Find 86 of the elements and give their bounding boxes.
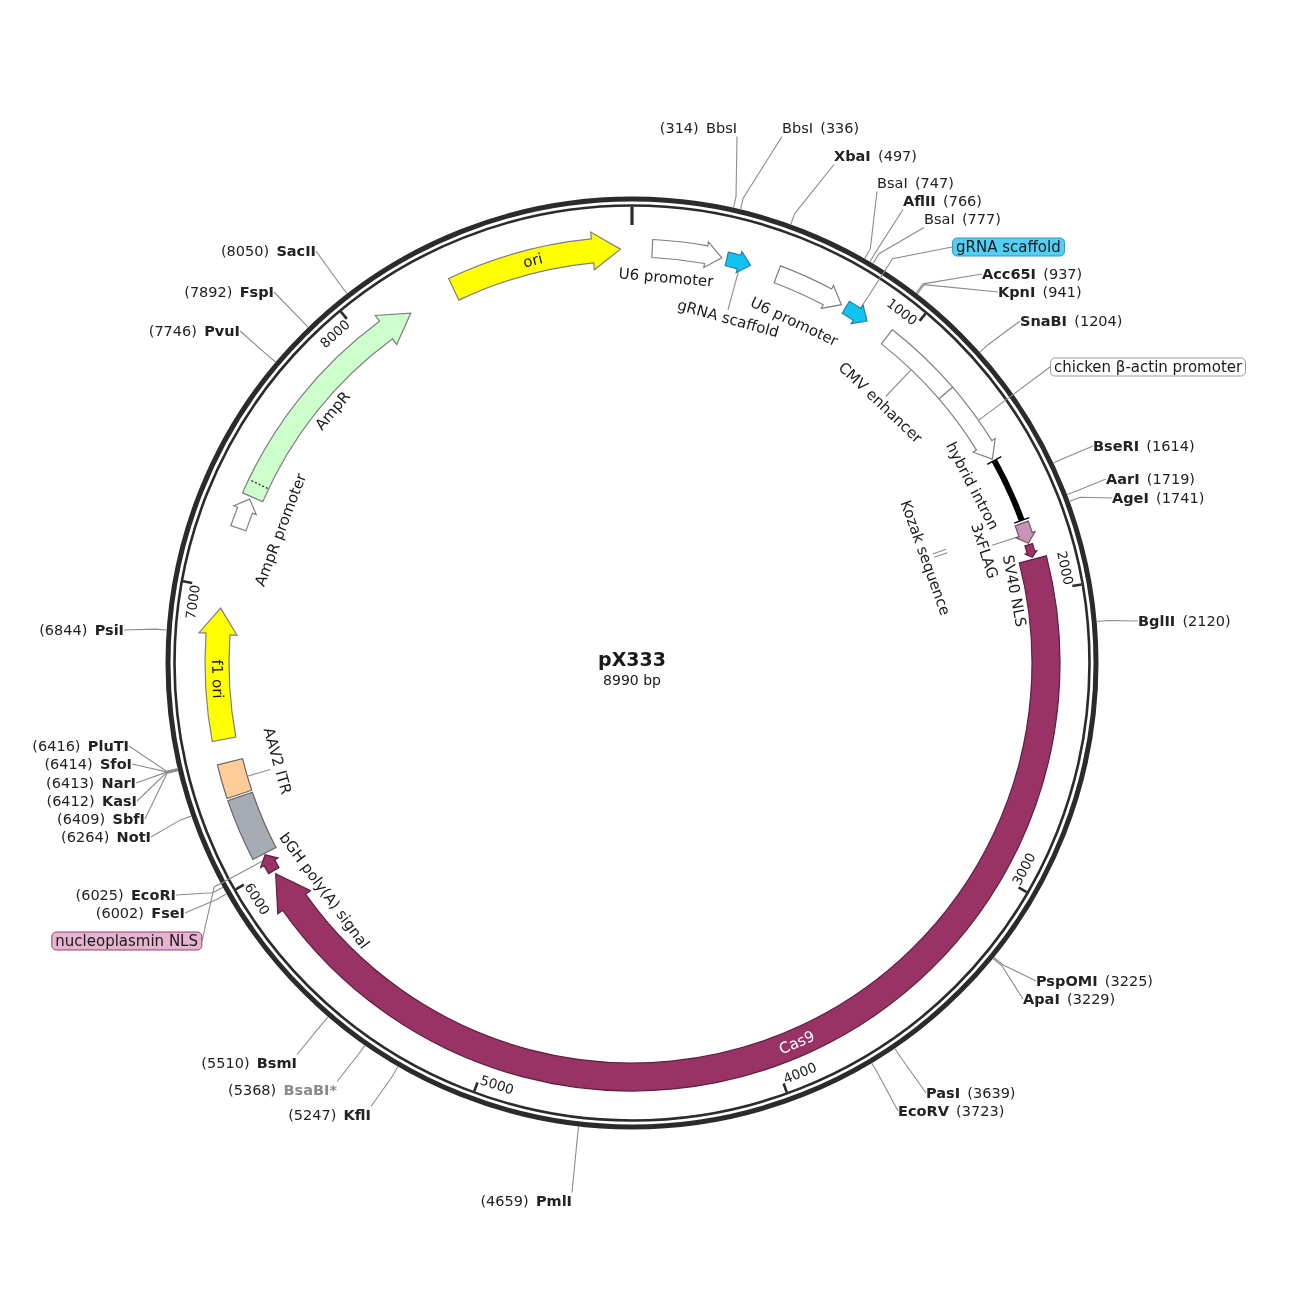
feature-label: nucleoplasmin NLS — [51, 931, 202, 951]
feature-label: AAV2 ITR — [260, 726, 295, 797]
leader-line — [979, 320, 1021, 353]
restriction-site-label: (7892) FspI — [184, 283, 274, 301]
feature-label: gRNA scaffold — [952, 237, 1065, 257]
leader-line — [733, 135, 738, 209]
feature-label: ori — [521, 250, 545, 272]
feature-label: Cas9 — [776, 1027, 818, 1058]
restriction-site-label: (5368) BsaBI* — [228, 1081, 337, 1099]
leader-line — [977, 366, 1051, 421]
position-label: 4000 — [780, 1058, 820, 1088]
position-label: 2000 — [1052, 549, 1077, 587]
leader-line — [296, 1016, 329, 1056]
restriction-site-label: AgeI (1741) — [1112, 489, 1205, 507]
leader-line — [123, 628, 168, 631]
position-label: 7000 — [182, 584, 204, 621]
leader-line — [144, 770, 179, 820]
restriction-site-label: EcoRV (3723) — [898, 1102, 1005, 1120]
leader-line — [571, 1125, 580, 1194]
leader-line — [739, 135, 783, 210]
leader-line — [915, 273, 983, 294]
leader-line — [869, 208, 904, 263]
leader-line — [932, 548, 948, 558]
restriction-site-label: Acc65I (937) — [982, 265, 1083, 283]
restriction-site-label: (4659) PmlI — [480, 1192, 572, 1210]
restriction-site-label: SnaBI (1204) — [1020, 312, 1123, 330]
restriction-site-label: (6413) NarI — [46, 774, 136, 792]
leader-line — [871, 1062, 899, 1112]
restriction-site-label: BsaI (777) — [924, 210, 1001, 228]
restriction-site-label: (6416) PluTI — [32, 737, 129, 755]
feature-label: f1 ori — [208, 659, 227, 699]
restriction-site-label: (6264) NotI — [61, 828, 151, 846]
leader-line — [246, 768, 271, 777]
leader-line — [336, 1044, 366, 1083]
plasmid-name: pX333 — [598, 648, 666, 670]
restriction-site-label: PasI (3639) — [926, 1084, 1016, 1102]
leader-line — [885, 369, 912, 398]
restriction-site-label: XbaI (497) — [834, 147, 917, 165]
restriction-site-label: (314) BbsI — [659, 119, 737, 137]
leader-line — [239, 330, 277, 363]
leader-line — [872, 226, 925, 265]
leader-line — [175, 886, 224, 896]
feature-label: U6 promoter — [617, 265, 714, 292]
leader-line — [864, 190, 878, 260]
leader-line — [315, 250, 348, 295]
restriction-site-label: (8050) SacII — [220, 242, 316, 260]
position-label: 5000 — [477, 1071, 516, 1099]
leader-line — [993, 956, 1037, 982]
feature-label: chicken β-actin promoter — [1050, 357, 1247, 377]
leader-line — [790, 163, 835, 225]
restriction-site-label: (7746) PvuI — [148, 322, 240, 340]
leader-line — [273, 291, 309, 328]
restriction-site-label: KpnI (941) — [998, 283, 1082, 301]
restriction-site-label: AarI (1719) — [1106, 470, 1196, 488]
restriction-site-label: (6412) KasI — [46, 792, 137, 810]
leader-line — [184, 893, 228, 914]
leader-line — [916, 284, 999, 295]
restriction-site-label: ApaI (3229) — [1023, 990, 1116, 1008]
leader-line — [131, 763, 179, 773]
restriction-site-label: BsaI (747) — [877, 174, 954, 192]
restriction-site-label: (6844) PsiI — [39, 621, 124, 639]
leader-line — [991, 536, 1020, 546]
restriction-site-label: AflII (766) — [903, 192, 982, 210]
leader-line — [894, 1047, 927, 1094]
plasmid-length: 8990 bp — [603, 671, 661, 689]
restriction-site-label: (5510) BsmI — [201, 1054, 297, 1072]
restriction-site-label: BglII (2120) — [1138, 612, 1231, 630]
leader-line — [1066, 478, 1107, 496]
leader-line — [150, 815, 192, 838]
leader-line — [1052, 445, 1094, 464]
leader-line — [992, 957, 1024, 1000]
leader-line — [370, 1066, 399, 1108]
restriction-site-label: (6409) SbfI — [57, 810, 145, 828]
restriction-site-label: (6002) FseI — [95, 904, 185, 922]
restriction-site-label: (6414) SfoI — [44, 755, 132, 773]
restriction-site-label: BbsI (336) — [782, 119, 860, 137]
leader-line — [1069, 496, 1113, 502]
leader-line — [1096, 619, 1139, 622]
leader-line — [135, 769, 179, 784]
restriction-site-label: (5247) KflI — [288, 1106, 371, 1124]
feature-label: SV40 NLS — [999, 553, 1030, 629]
leader-line — [128, 745, 179, 772]
restriction-site-label: (6025) EcoRI — [75, 886, 176, 904]
restriction-site-label: BseRI (1614) — [1093, 437, 1195, 455]
leader-line — [136, 769, 179, 802]
restriction-site-label: PspOMI (3225) — [1036, 972, 1153, 990]
